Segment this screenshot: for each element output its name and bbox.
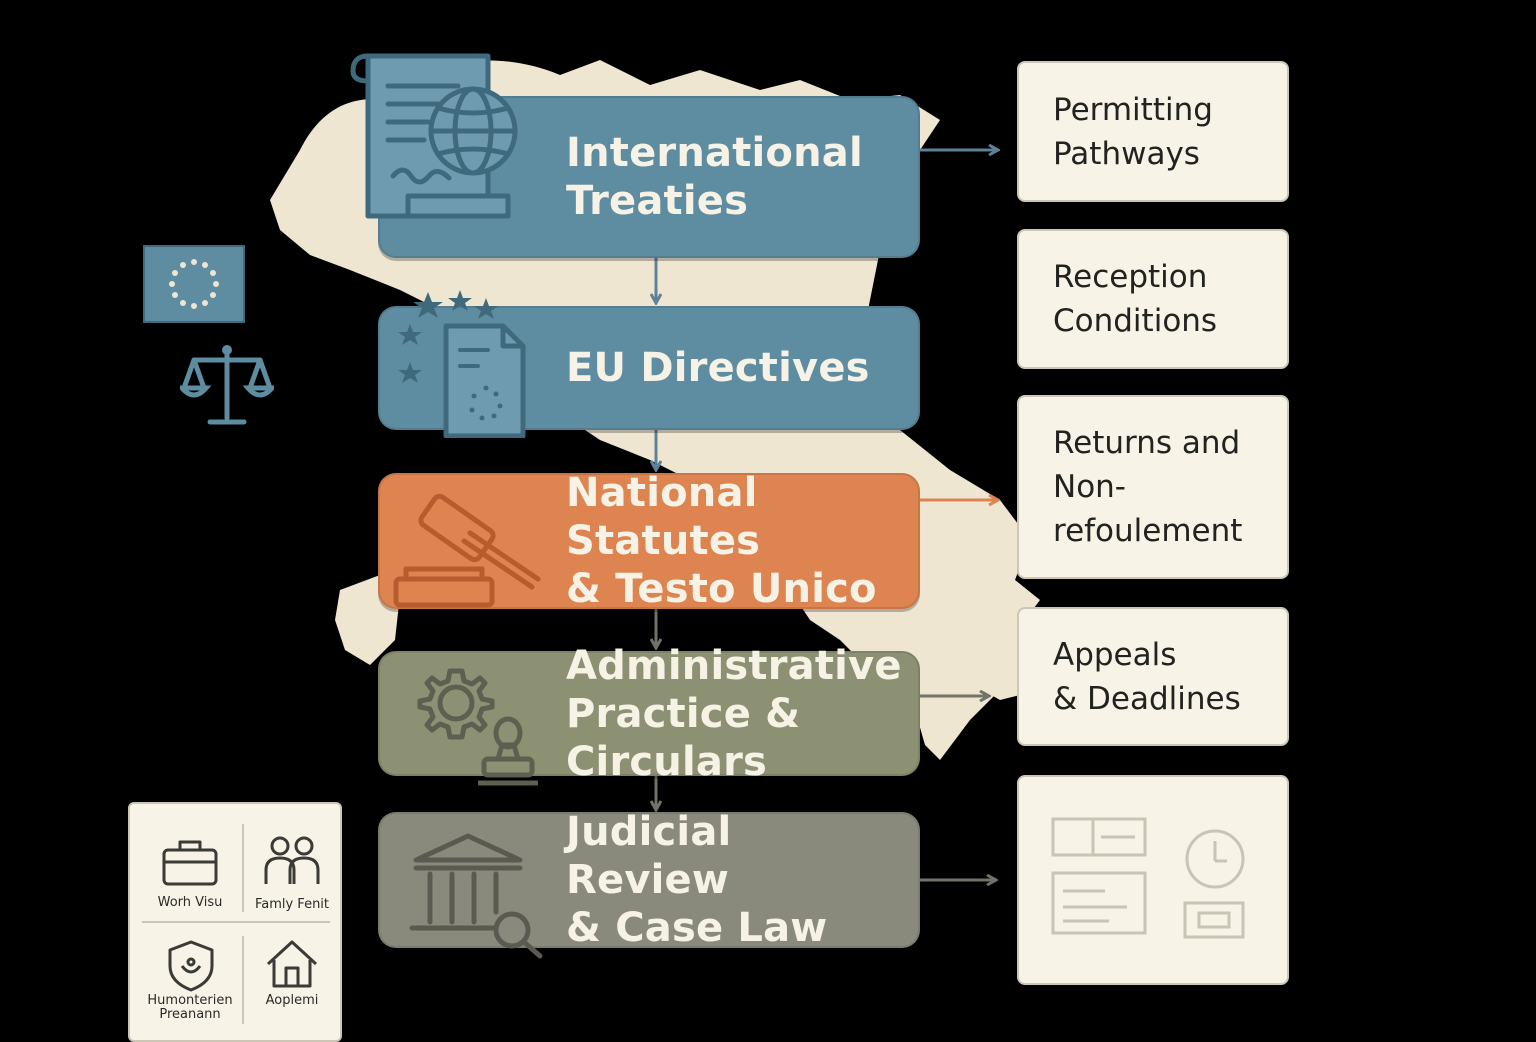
legend-label: Famly Fenit: [254, 897, 330, 912]
outcome-label: Reception Conditions: [1053, 259, 1218, 339]
tier-label: International Treaties: [566, 130, 863, 224]
outcome-reception-conditions: Reception Conditions: [1017, 229, 1289, 369]
courthouse-magnifier-icon: [409, 833, 543, 959]
house-icon: [266, 940, 318, 988]
outcome-appeals-deadlines: Appeals & Deadlines: [1017, 607, 1289, 746]
scales-of-justice-icon: [180, 345, 274, 425]
outcome-permitting-pathways: Permitting Pathways: [1017, 61, 1289, 202]
tier-administrative-practice: Administrative Practice & Circulars: [378, 643, 920, 786]
eu-document-stars-icon: [398, 290, 526, 438]
tier-judicial-review: Judicial Review & Case Law: [378, 809, 920, 959]
forms-calendar-icon: [1051, 817, 1245, 939]
outcome-label: Appeals & Deadlines: [1053, 636, 1241, 717]
tier-label: EU Directives: [566, 345, 870, 391]
eu-flag-icon: [143, 245, 245, 323]
outcome-label: Returns and Non- refoulement: [1053, 425, 1243, 549]
tier-label: Administrative Practice & Circulars: [566, 642, 902, 785]
outcome-returns-non-refoulement: Returns and Non- refoulement: [1017, 395, 1289, 579]
legend-label: Aoplemi: [265, 993, 319, 1008]
legend-item-humanitarian: Humonterien Preanann: [138, 936, 242, 1036]
tier-label: Judicial Review & Case Law: [566, 809, 828, 951]
tier-eu-directives: EU Directives: [378, 290, 920, 438]
legend-label: Worh Visu: [157, 895, 223, 910]
legend-label: Humonterien Preanann: [147, 993, 233, 1022]
visa-type-legend: Worh Visu Famly Fenit Humonterien Preana…: [128, 802, 342, 1042]
briefcase-icon: [162, 840, 218, 886]
outcome-label: Permitting Pathways: [1053, 91, 1213, 172]
tier-label: National Statutes & Testo Unico: [566, 470, 877, 612]
tier-international-treaties: International Treaties: [350, 53, 920, 258]
outcome-forms-calendar: [1017, 775, 1289, 985]
tier-national-statutes: National Statutes & Testo Unico: [378, 470, 920, 612]
family-icon: [264, 836, 320, 884]
legend-item-asylum: Aoplemi: [240, 936, 344, 1036]
legend-item-work-visa: Worh Visu: [138, 834, 242, 914]
legend-item-family-permit: Famly Fenit: [240, 834, 344, 914]
legend-grid-lines: [142, 824, 330, 1024]
treaty-scroll-globe-icon: [350, 53, 518, 219]
humanitarian-shield-icon: [168, 940, 214, 992]
gavel-icon: [393, 493, 541, 608]
gear-stamp-icon: [417, 668, 538, 786]
